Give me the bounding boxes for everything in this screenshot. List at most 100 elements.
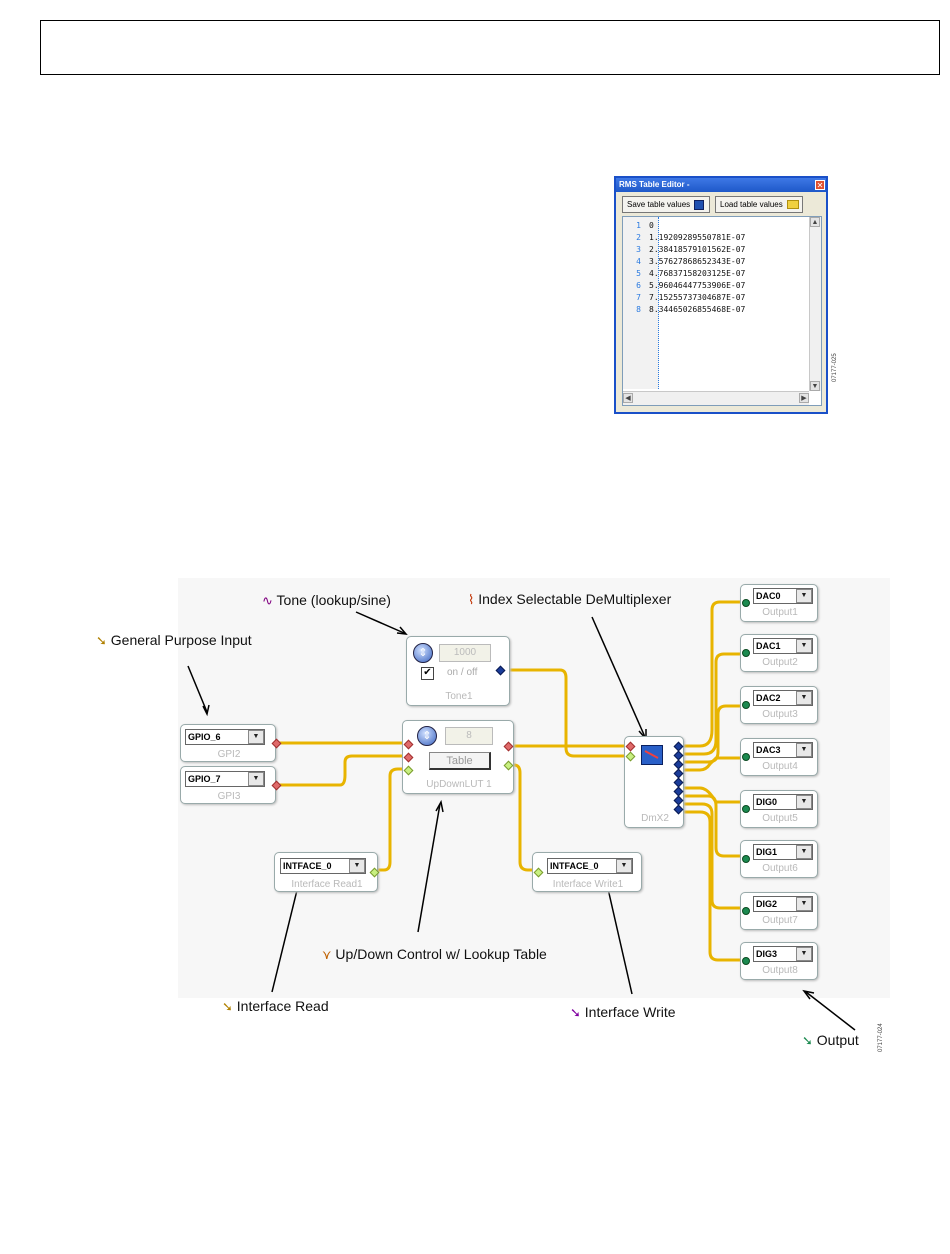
scroll-left-icon[interactable]: ◀	[623, 393, 633, 403]
output-input-pin[interactable]	[742, 599, 750, 607]
vertical-scrollbar[interactable]: ▲ ▼	[809, 217, 821, 391]
save-table-values-button[interactable]: Save table values	[622, 196, 710, 213]
updown-input-pin-3[interactable]	[403, 765, 414, 776]
scroll-up-icon[interactable]: ▲	[810, 217, 820, 227]
output-input-pin[interactable]	[742, 907, 750, 915]
chevron-down-icon[interactable]: ▼	[796, 639, 812, 653]
row-value[interactable]: 7.15255737304687E-07	[649, 293, 746, 302]
interface-read1-output-pin[interactable]	[369, 867, 380, 878]
interface-write1-input-pin[interactable]	[533, 867, 544, 878]
output-input-pin[interactable]	[742, 649, 750, 657]
interface-write-icon: ➘	[570, 1005, 581, 1020]
row-value[interactable]: 4.76837158203125E-07	[649, 269, 746, 278]
updown-knob-icon[interactable]: ⇕	[417, 726, 437, 746]
output-input-pin[interactable]	[742, 701, 750, 709]
output-label: Output2	[762, 657, 798, 668]
output-combo[interactable]: DIG3▼	[753, 946, 813, 962]
chevron-down-icon[interactable]: ▼	[796, 743, 812, 757]
output-combo[interactable]: DIG0▼	[753, 794, 813, 810]
output-block[interactable]: DAC1▼ Output2	[740, 634, 818, 672]
gpi3-block[interactable]: GPIO_7 ▼ GPI3	[180, 766, 282, 804]
output-annotation-text: Output	[816, 1032, 859, 1048]
row-index: 4	[636, 257, 641, 266]
row-value[interactable]: 0	[649, 221, 654, 230]
output-block[interactable]: DAC3▼Output4	[740, 738, 818, 776]
output-input-pin[interactable]	[742, 753, 750, 761]
arrow-iwrite	[605, 879, 633, 995]
output-combo[interactable]: DIG2 ▼	[753, 896, 813, 912]
demux-annotation: ⌇ Index Selectable DeMultiplexer	[468, 591, 671, 608]
output-combo[interactable]: DAC2▼	[753, 690, 813, 706]
row-value[interactable]: 5.96046447753906E-07	[649, 281, 746, 290]
output-label: Output6	[762, 863, 798, 874]
interface-read1-block[interactable]: INTFACE_0 ▼ Interface Read1	[274, 852, 380, 892]
output-combo[interactable]: DAC1▼	[753, 638, 813, 654]
output-block[interactable]: DIG1▼ Output6	[740, 840, 818, 878]
row-value[interactable]: 3.57627868652343E-07	[649, 257, 746, 266]
dmx2-block[interactable]: DmX2	[624, 736, 684, 828]
iread-annotation-text: Interface Read	[236, 998, 329, 1014]
tone1-value[interactable]: 1000	[439, 644, 491, 662]
chevron-down-icon[interactable]: ▼	[796, 691, 812, 705]
output-arrow-icon: ➘	[802, 1033, 813, 1048]
output-combo-value: DIG2	[756, 899, 778, 909]
updown-icon: ⋎	[322, 947, 332, 962]
iwrite-annotation: ➘ Interface Write	[570, 1004, 676, 1021]
load-table-values-button[interactable]: Load table values	[715, 196, 803, 213]
output-input-pin[interactable]	[742, 957, 750, 965]
updown-output-pin-1[interactable]	[503, 741, 514, 752]
tone1-onoff-checkbox[interactable]: ✔	[421, 667, 434, 680]
tone1-output-pin[interactable]	[495, 665, 506, 676]
output-combo[interactable]: DAC3▼	[753, 742, 813, 758]
row-value[interactable]: 2.38418579101562E-07	[649, 245, 746, 254]
chevron-down-icon[interactable]: ▼	[248, 772, 264, 786]
arrow-updown	[417, 803, 441, 933]
interface-write1-block[interactable]: INTFACE_0 ▼ Interface Write1	[532, 852, 642, 892]
output-block[interactable]: DIG0▼Output5	[740, 790, 818, 828]
gpi2-block[interactable]: GPIO_6 ▼ GPI2	[180, 724, 282, 762]
chevron-down-icon[interactable]: ▼	[796, 589, 812, 603]
scroll-right-icon[interactable]: ▶	[799, 393, 809, 403]
wire-out2	[680, 652, 744, 756]
tone-knob-icon[interactable]: ⇕	[413, 643, 433, 663]
output-combo[interactable]: DAC0▼	[753, 588, 813, 604]
output-block[interactable]: DIG3▼Output8	[740, 942, 818, 980]
sine-wave-icon: ∿	[262, 593, 273, 608]
gpi2-combo[interactable]: GPIO_6 ▼	[185, 729, 265, 745]
chevron-down-icon[interactable]: ▼	[248, 730, 264, 744]
interface-write1-combo[interactable]: INTFACE_0 ▼	[547, 858, 633, 874]
output-block[interactable]: DAC0▼Output1	[740, 584, 818, 622]
updown-input-pin-1[interactable]	[403, 739, 414, 750]
input-arrow-icon: ➘	[96, 633, 107, 648]
dmx2-input-pin-2[interactable]	[625, 751, 636, 762]
close-icon[interactable]: ✕	[815, 180, 825, 190]
output-label: Output3	[762, 709, 798, 720]
row-value[interactable]: 8.34465026855468E-07	[649, 305, 746, 314]
chevron-down-icon[interactable]: ▼	[796, 897, 812, 911]
output-input-pin[interactable]	[742, 855, 750, 863]
updown-input-pin-2[interactable]	[403, 752, 414, 763]
chevron-down-icon[interactable]: ▼	[796, 947, 812, 961]
row-index: 7	[636, 293, 641, 302]
scroll-down-icon[interactable]: ▼	[810, 381, 820, 391]
chevron-down-icon[interactable]: ▼	[796, 795, 812, 809]
horizontal-scrollbar[interactable]: ◀ ▶	[623, 391, 809, 405]
updown-output-pin-2[interactable]	[503, 760, 514, 771]
gpi3-combo[interactable]: GPIO_7 ▼	[185, 771, 265, 787]
output-input-pin[interactable]	[742, 805, 750, 813]
updownlut1-value[interactable]: 8	[445, 727, 493, 745]
updownlut1-block[interactable]: ⇕ 8 Table UpDownLUT 1	[402, 720, 514, 794]
chevron-down-icon[interactable]: ▼	[796, 845, 812, 859]
chevron-down-icon[interactable]: ▼	[349, 859, 365, 873]
output-combo[interactable]: DIG1▼	[753, 844, 813, 860]
output-block[interactable]: DAC2▼ Output3	[740, 686, 818, 724]
tone1-label: Tone1	[445, 691, 473, 702]
table-button[interactable]: Table	[429, 752, 491, 770]
dmx2-input-pin-1[interactable]	[625, 741, 636, 752]
row-value[interactable]: 1.19209289550781E-07	[649, 233, 746, 242]
interface-read1-combo[interactable]: INTFACE_0 ▼	[280, 858, 366, 874]
output-block[interactable]: DIG2▼Output7	[740, 892, 818, 930]
chevron-down-icon[interactable]: ▼	[616, 859, 632, 873]
tone1-block[interactable]: ⇕ 1000 ✔ on / off Tone1	[406, 636, 510, 706]
